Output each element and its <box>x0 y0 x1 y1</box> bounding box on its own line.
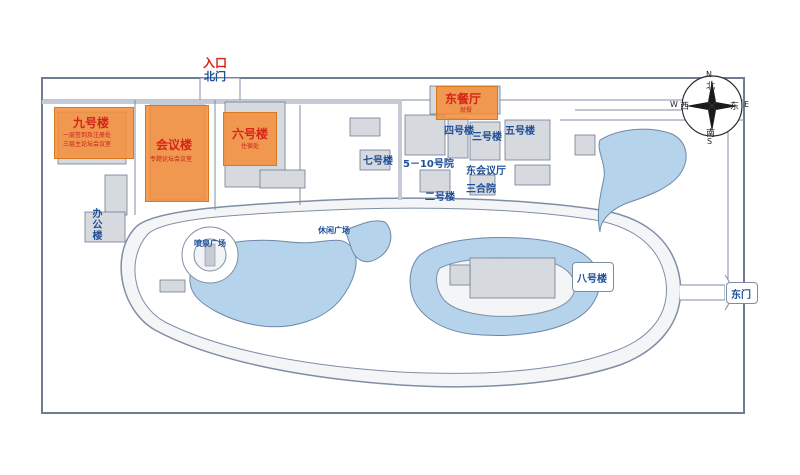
compass-east: 东 <box>730 102 740 112</box>
water-channel <box>344 220 392 263</box>
three-yard-label[interactable]: 三合院 <box>466 184 496 195</box>
building-5-label[interactable]: 五号楼 <box>505 126 535 137</box>
compass-e-letter: E <box>744 100 750 109</box>
meeting-building[interactable]: 会议楼 专题论坛会议室 <box>145 105 209 202</box>
building-6-name: 六号楼 <box>232 127 269 141</box>
compass-north: 北 <box>706 82 716 92</box>
east-dining-name: 东餐厅 <box>445 92 482 106</box>
building-9-name: 九号楼 <box>73 116 110 130</box>
east-gate-label: 东门 <box>731 290 751 301</box>
compass-w-letter: W <box>670 100 678 109</box>
compass-icon <box>682 75 743 137</box>
compass-rose: N 北 南 S W 西 东 E <box>670 66 758 152</box>
meeting-building-note: 专题论坛会议室 <box>150 156 193 163</box>
east-dining-hall[interactable]: 东餐厅 就餐 <box>436 86 498 120</box>
leisure-plaza-label[interactable]: 休闲广场 <box>318 226 350 235</box>
building-9-line2: 三层主论坛会议室 <box>63 141 112 148</box>
east-gate[interactable]: 东门 <box>726 282 758 304</box>
building-2-label[interactable]: 二号楼 <box>425 192 455 203</box>
compass-west: 西 <box>680 102 690 112</box>
court-5-10-label[interactable]: 5－10号院 <box>403 159 454 170</box>
building-8[interactable]: 八号楼 <box>572 262 614 292</box>
building-9-line1: 一层签到及注册处 <box>63 132 112 139</box>
compass-s-letter: S <box>707 137 713 146</box>
entrance-label: 入口 <box>203 56 228 70</box>
compass-n-letter: N <box>706 70 712 79</box>
building-6-note: 住宿处 <box>241 143 260 150</box>
building-7-label[interactable]: 七号楼 <box>363 156 393 167</box>
northeast-lake <box>597 128 687 233</box>
building-3-label[interactable]: 三号楼 <box>472 132 502 143</box>
building-6[interactable]: 六号楼 住宿处 <box>223 112 277 166</box>
campus-boundary <box>41 77 745 414</box>
east-hall-label[interactable]: 东会议厅 <box>466 166 506 177</box>
compass-south: 南 <box>706 129 716 139</box>
meeting-building-name: 会议楼 <box>156 138 193 152</box>
building-9[interactable]: 九号楼 一层签到及注册处 三层主论坛会议室 <box>54 107 134 159</box>
east-dining-note: 就餐 <box>460 107 473 114</box>
north-gate-label: 北门 <box>204 70 226 83</box>
fountain-plaza-label[interactable]: 喷泉广场 <box>194 239 226 248</box>
building-4-label[interactable]: 四号楼 <box>444 126 474 137</box>
building-8-name: 八号楼 <box>577 274 607 285</box>
office-building-label[interactable]: 办公楼 <box>90 208 101 241</box>
